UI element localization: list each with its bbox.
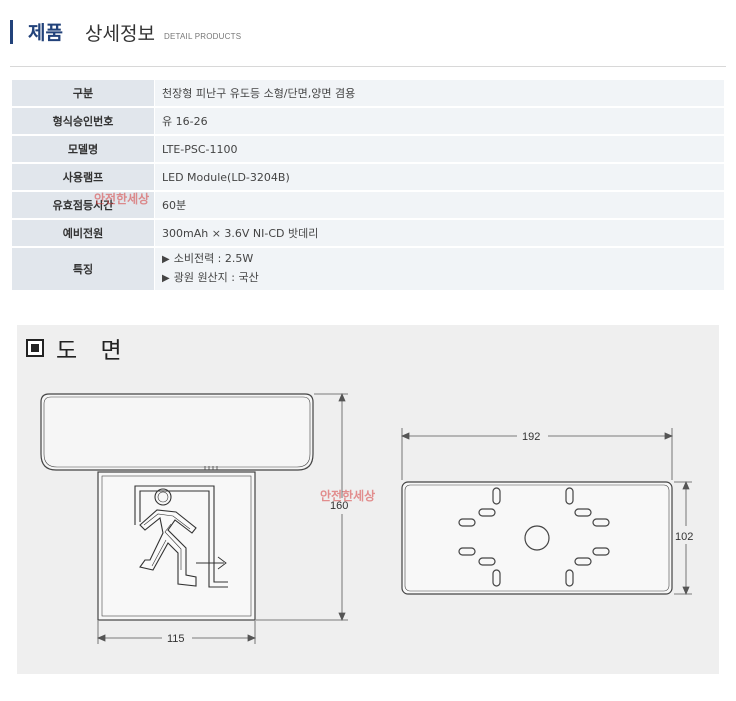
feature-text: 광원 원산지 : 국산 [173, 271, 259, 284]
base-plate-inner [404, 484, 670, 592]
spec-label: 특징 [12, 248, 154, 290]
drawing-title: 도 면 [56, 338, 130, 364]
spec-label: 사용램프 [12, 164, 154, 190]
feature-line: ▶광원 원산지 : 국산 [162, 269, 724, 288]
figure-head-inner [157, 491, 169, 503]
spec-value-features: ▶소비전력 : 2.5W ▶광원 원산지 : 국산 [154, 248, 724, 290]
spec-row: 형식승인번호 유 16-26 [12, 108, 724, 134]
spec-label: 유효점등시간 [12, 192, 154, 218]
mounting-slot [592, 518, 610, 527]
door-frame-inner [139, 490, 228, 588]
spec-label: 구분 [12, 80, 154, 106]
base-plate [401, 481, 673, 595]
dim-arrow [247, 634, 257, 642]
dim-label-height: 160 [330, 500, 348, 512]
spec-row: 사용램프 LED Module(LD-3204B) [12, 164, 724, 190]
spec-value: 천장형 피난구 유도등 소형/단면,양면 겸용 [154, 80, 724, 106]
dim-arrow [338, 392, 346, 402]
mounting-slot [565, 487, 574, 505]
mounting-slot [458, 518, 476, 527]
housing-outline [40, 393, 314, 471]
spec-value: 유 16-26 [154, 108, 724, 134]
spec-value: 300mAh × 3.6V NI-CD 밧데리 [154, 220, 724, 246]
triangle-bullet-icon: ▶ [162, 254, 170, 265]
exit-sign-graphic [134, 485, 228, 588]
header-subtitle: DETAIL PRODUCTS [164, 32, 242, 41]
feature-line: ▶소비전력 : 2.5W [162, 250, 724, 269]
mounting-slot [574, 557, 592, 566]
watermark-text: 안전한세상 [94, 192, 150, 206]
header-accent-bar [10, 20, 13, 44]
mounting-slot [492, 569, 501, 587]
connector-mark [204, 466, 218, 470]
square-bullet-icon [26, 339, 44, 357]
running-figure-inner [143, 513, 191, 570]
feature-text: 소비전력 : 2.5W [173, 252, 254, 265]
spec-table: 구분 천장형 피난구 유도등 소형/단면,양면 겸용 형식승인번호 유 16-2… [12, 78, 724, 292]
spec-label: 예비전원 [12, 220, 154, 246]
dim-arrow [682, 480, 690, 490]
dim-arrow [664, 432, 674, 440]
spec-value: LTE-PSC-1100 [154, 136, 724, 162]
dim-label-front-width: 115 [167, 633, 185, 645]
mounting-slot [592, 547, 610, 556]
sign-plate-inner [101, 475, 252, 617]
spec-row: 유효점등시간 60분 [12, 192, 724, 218]
front-dimensions [96, 392, 348, 644]
dim-arrow [682, 586, 690, 596]
figure-head [154, 488, 172, 506]
mounting-slot [458, 547, 476, 556]
mounting-slot [492, 487, 501, 505]
mounting-slot [565, 569, 574, 587]
top-view [401, 481, 673, 595]
spec-row: 예비전원 300mAh × 3.6V NI-CD 밧데리 [12, 220, 724, 246]
spec-row: 모델명 LTE-PSC-1100 [12, 136, 724, 162]
dim-arrow [400, 432, 410, 440]
spec-label: 모델명 [12, 136, 154, 162]
spec-label: 형식승인번호 [12, 108, 154, 134]
running-figure [139, 509, 197, 587]
housing-inner-outline [43, 396, 311, 468]
front-view [40, 393, 314, 621]
dim-label-top-depth: 102 [675, 531, 693, 543]
mounting-slot [478, 557, 496, 566]
page-header: 제품 상세정보 DETAIL PRODUCTS [10, 16, 726, 46]
spec-row: 구분 천장형 피난구 유도등 소형/단면,양면 겸용 [12, 80, 724, 106]
dim-label-top-width: 192 [522, 431, 540, 443]
triangle-bullet-icon: ▶ [162, 273, 170, 284]
dim-arrow [338, 612, 346, 622]
header-title-bold: 제품 [28, 22, 63, 44]
watermark-text: 안전한세상 [320, 489, 376, 503]
dim-arrow [96, 634, 106, 642]
mounting-slot [574, 508, 592, 517]
spec-value: LED Module(LD-3204B) [154, 164, 724, 190]
mounting-slot [478, 508, 496, 517]
exit-arrow [196, 556, 227, 570]
header-title: 상세정보 [85, 23, 155, 45]
spec-value: 60분 [154, 192, 724, 218]
spec-row-features: 특징 ▶소비전력 : 2.5W ▶광원 원산지 : 국산 [12, 248, 724, 290]
center-hole [524, 525, 550, 551]
top-dimensions [400, 428, 692, 596]
door-frame-outer [134, 485, 228, 583]
header-divider [10, 66, 726, 67]
